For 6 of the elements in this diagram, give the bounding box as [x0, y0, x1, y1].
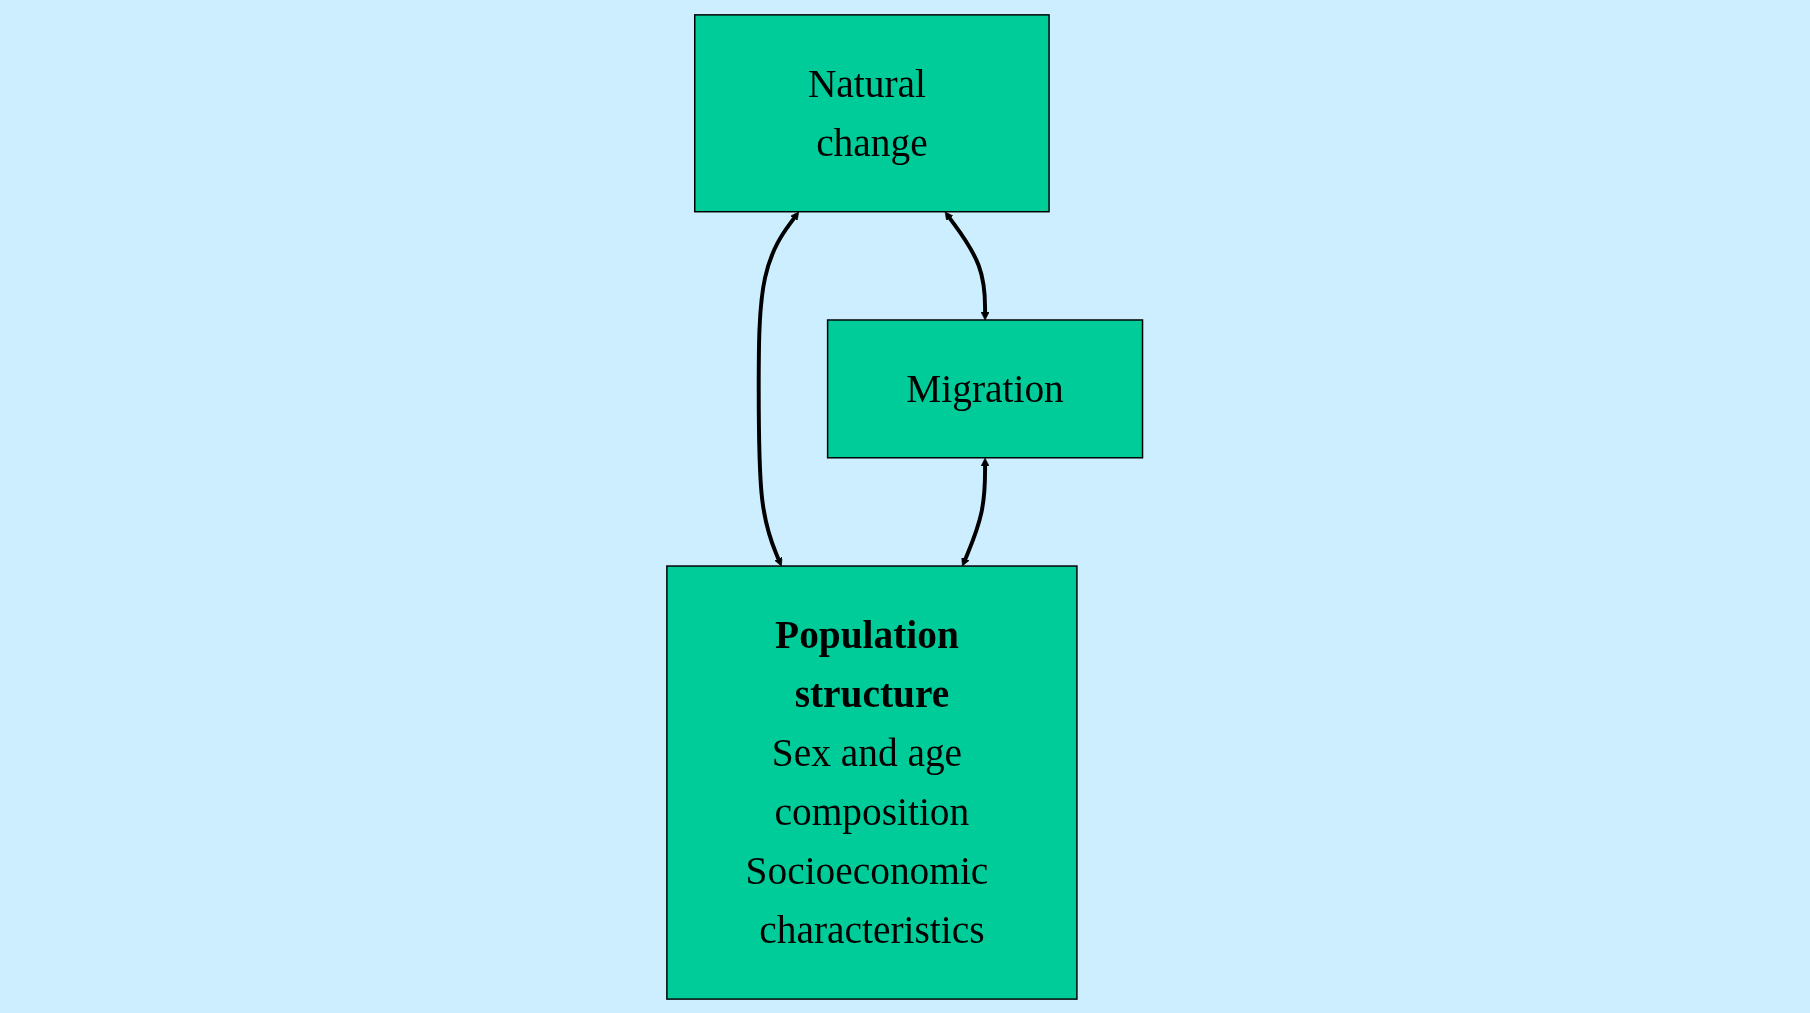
node-box: Population structure Sex and age composition Socioeconomic characteristics: [666, 564, 1078, 1000]
node-box: Natural change: [694, 13, 1051, 212]
arrow: [945, 211, 990, 320]
node-box: Migration: [827, 318, 1144, 459]
arrow: [961, 457, 990, 566]
arrow: [757, 211, 800, 566]
